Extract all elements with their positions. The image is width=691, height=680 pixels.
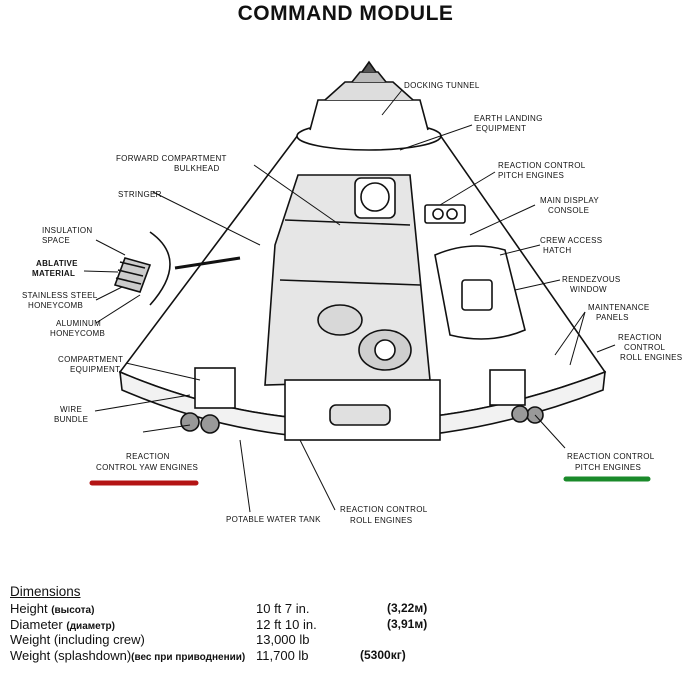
leader-lines [83,89,616,513]
label-earth-landing-2: EQUIPMENT [476,124,526,133]
label-crew-access: CREW ACCESS [540,236,602,245]
dimension-metric: (5300кг) [360,647,406,662]
label-aluminum-2: HONEYCOMB [50,329,105,338]
label-material: MATERIAL [32,269,75,278]
dimension-name: Height [10,601,48,616]
dimension-value: 11,700 lb [256,647,309,663]
label-hatch: HATCH [543,246,571,255]
dimension-name: Diameter [10,616,63,632]
label-space: SPACE [42,236,70,245]
capsule-illustration [113,60,607,441]
label-insulation: INSULATION [42,226,92,235]
label-rc-roll-right-2: CONTROL [624,343,665,352]
dimension-name-ru: (высота) [51,605,95,616]
label-rc-pitch-bottom-2: PITCH ENGINES [575,463,641,472]
label-ablative: ABLATIVE [36,259,78,268]
label-equipment: EQUIPMENT [70,365,120,374]
dimension-name: Weight (splashdown) [10,647,132,663]
label-rc-roll-right-3: ROLL ENGINES [620,353,682,362]
label-potable-water: POTABLE WATER TANK [226,515,321,524]
label-stringer: STRINGER [118,190,162,199]
label-window: WINDOW [570,285,607,294]
dimensions-heading: Dimensions [10,584,81,599]
dimension-row-weight-splashdown: Weight (splashdown)(вес при приводнении)… [10,648,680,664]
label-rc-yaw: REACTION [126,452,170,461]
dimensions-table: Dimensions Height (высота) 10 ft 7 in. (… [10,584,680,663]
label-rc-yaw-2: CONTROL YAW ENGINES [96,463,198,472]
page-title: COMMAND MODULE [237,2,454,25]
dimension-name: Weight (including crew) [10,632,145,647]
dimension-value: 12 ft 10 in. [256,616,317,632]
label-console: CONSOLE [548,206,589,215]
label-rc-roll-bottom: REACTION CONTROL [340,505,428,514]
dimension-value: 10 ft 7 in. [256,601,310,616]
callout-labels: DOCKING TUNNEL EARTH LANDING EQUIPMENT F… [22,81,682,525]
label-earth-landing: EARTH LANDING [474,114,543,123]
label-main-display: MAIN DISPLAY [540,196,599,205]
label-panels: PANELS [596,313,629,322]
dimension-row-diameter: Diameter (диаметр) 12 ft 10 in. (3,91м) [10,617,680,633]
command-module-diagram: DOCKING TUNNEL EARTH LANDING EQUIPMENT F… [22,60,682,525]
label-rc-pitch-bottom: REACTION CONTROL [567,452,655,461]
dimension-name-ru: (вес при приводнении) [131,651,246,663]
label-docking-tunnel: DOCKING TUNNEL [404,81,480,90]
label-bulkhead: BULKHEAD [174,164,220,173]
dimension-row-height: Height (высота) 10 ft 7 in. (3,22м) [10,601,680,617]
label-wire: WIRE [60,405,82,414]
dimension-metric: (3,91м) [387,616,428,631]
dimension-row-weight-crew: Weight (including crew) 13,000 lb [10,632,680,648]
label-compartment: COMPARTMENT [58,355,123,364]
label-stainless-2: HONEYCOMB [28,301,83,310]
label-forward-compartment: FORWARD COMPARTMENT [116,154,227,163]
label-maintenance: MAINTENANCE [588,303,650,312]
label-rc-pitch-top: REACTION CONTROL [498,161,586,170]
dimension-name-ru: (диаметр) [66,620,115,632]
label-aluminum: ALUMINUM [56,319,101,328]
label-rendezvous: RENDEZVOUS [562,275,621,284]
label-stainless: STAINLESS STEEL [22,291,98,300]
dimension-metric: (3,22м) [387,601,428,615]
label-rc-pitch-top-2: PITCH ENGINES [498,171,564,180]
label-rc-roll-bottom-2: ROLL ENGINES [350,516,412,525]
label-rc-roll-right: REACTION [618,333,662,342]
dimension-value: 13,000 lb [256,632,310,647]
label-bundle: BUNDLE [54,415,88,424]
